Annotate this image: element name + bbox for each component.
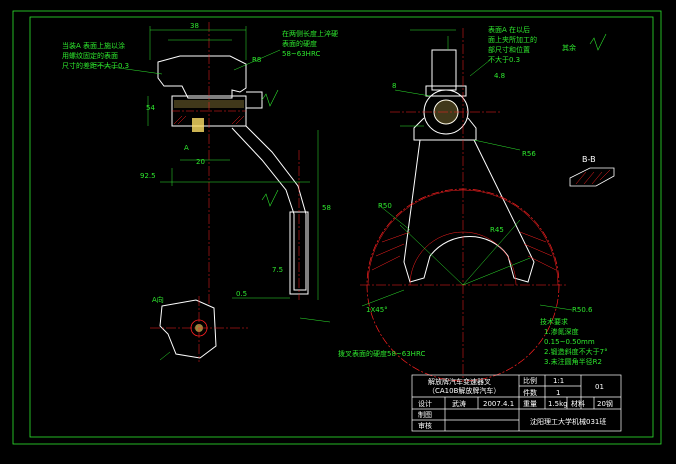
school-name: 沈阳理工大学机械031班 xyxy=(530,417,606,426)
dim-8: 8 xyxy=(392,82,396,90)
drawing-frame-outer xyxy=(12,10,662,445)
dim-r8: R8 xyxy=(252,56,261,64)
title-block: 解放牌汽车变速器叉 （CA10B解放牌汽车） 比例 1:1 件数 1 01 设计… xyxy=(411,374,622,432)
scale-label: 比例 xyxy=(523,376,537,385)
left-note-line-3: 尺寸的差距不大于0.3 xyxy=(62,61,129,70)
dim-r50: R50 xyxy=(378,202,392,210)
right-note-line-4: 不大于0.3 xyxy=(488,55,520,64)
side-view xyxy=(360,28,573,382)
hardening-note-line-1: 在两侧长度上淬硬 xyxy=(282,29,338,38)
dim-r56: R56 xyxy=(522,150,536,158)
dim-58: 58 xyxy=(322,204,331,212)
dim-92-5: 92.5 xyxy=(140,172,156,180)
part-name-line-1: 解放牌汽车变速器叉 xyxy=(428,377,491,386)
front-view xyxy=(89,22,331,323)
qty-value: 1 xyxy=(556,389,560,397)
qty-label: 件数 xyxy=(523,388,537,397)
dimension-values: R8 38 58 92.5 R45 R50 R56 R50.6 20 54 7.… xyxy=(140,22,593,314)
dim-38: 38 xyxy=(190,22,199,30)
material-value: 20钢 xyxy=(597,399,613,408)
drafter-label: 制图 xyxy=(418,410,432,419)
fork-hardness-note: 拨叉表面的硬度58~63HRC xyxy=(338,349,425,358)
view-a xyxy=(150,296,248,362)
drawing-number: 01 xyxy=(595,383,604,391)
dim-54: 54 xyxy=(146,104,155,112)
section-label: B-B xyxy=(582,155,596,164)
material-label: 材料 xyxy=(571,399,585,408)
other-surfaces-label: 其余 xyxy=(562,43,576,52)
section-b-b xyxy=(569,167,615,187)
tech-req-item-3: 2.锻造斜度不大于7° xyxy=(544,347,608,356)
hardening-note-line-2: 表面的硬度 xyxy=(282,39,317,48)
designer-value: 武涛 xyxy=(452,399,466,408)
tech-requirements: 技术要求 1.渗氮深度 0.15~0.50mm 2.锻造斜度不大于7° 3.未注… xyxy=(540,317,608,366)
tech-req-item-1: 1.渗氮深度 xyxy=(544,327,579,336)
weight-label: 重量 xyxy=(523,400,537,408)
tech-req-item-2: 0.15~0.50mm xyxy=(544,338,595,346)
tech-req-item-4: 3.未注圆角半径R2 xyxy=(544,357,602,366)
dim-4-8: 4.8 xyxy=(494,72,505,80)
weight-value: 1.5kg xyxy=(548,400,568,408)
arrow-a-label: A xyxy=(184,144,189,152)
roughness-symbol xyxy=(589,33,607,51)
part-name-line-2: （CA10B解放牌汽车） xyxy=(428,386,500,395)
dim-7-5: 7.5 xyxy=(272,266,283,274)
right-note-line-1: 表面A 在以后 xyxy=(488,25,530,34)
date-value: 2007.4.1 xyxy=(483,400,514,408)
chamfer-label: 1X45° xyxy=(366,306,388,314)
designer-label: 设计 xyxy=(418,399,432,408)
dim-20: 20 xyxy=(196,158,205,166)
left-note-line-1: 当装A 表面上施以涂 xyxy=(62,41,125,50)
dim-r50-6: R50.6 xyxy=(572,306,593,314)
annotation-notes: 当装A 表面上施以涂 用螺纹固定的表面 尺寸的差距不大于0.3 在两侧长度上淬硬… xyxy=(62,25,596,358)
left-note-line-2: 用螺纹固定的表面 xyxy=(62,51,118,60)
dim-r45: R45 xyxy=(490,226,504,234)
checker-label: 审核 xyxy=(418,421,432,430)
tech-req-title: 技术要求 xyxy=(540,317,568,326)
drawing-frame-inner xyxy=(29,16,654,438)
hardening-note-line-3: 58~63HRC xyxy=(282,50,320,58)
dim-0-5: 0.5 xyxy=(236,290,247,298)
view-a-label: A向 xyxy=(152,295,164,304)
scale-value: 1:1 xyxy=(553,377,564,385)
right-note-line-2: 面上夹所加工的 xyxy=(488,35,537,44)
right-note-line-3: 部尺寸和位置 xyxy=(488,45,530,54)
